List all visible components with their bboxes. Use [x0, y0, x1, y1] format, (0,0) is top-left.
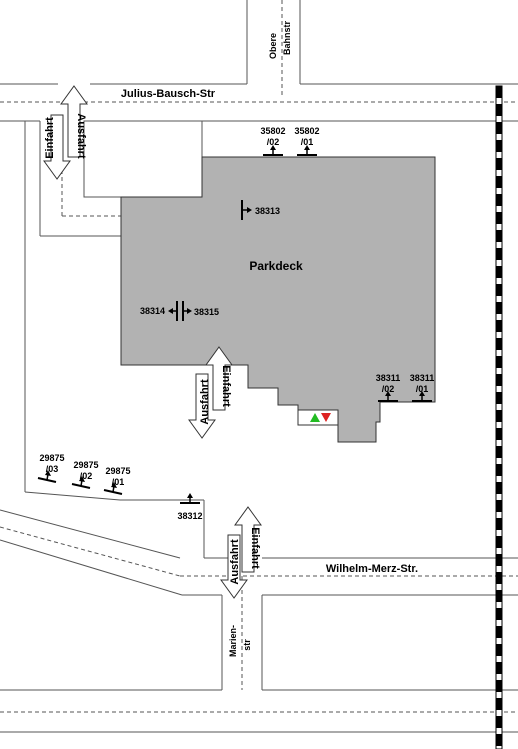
- arrow-ausfahrt-top: Ausfahrt: [60, 85, 88, 159]
- marker-label-29875-03: 29875: [39, 453, 64, 463]
- signal-green-icon: [310, 413, 320, 422]
- arrow-einfahrt-mid: Einfahrt: [205, 346, 233, 411]
- street-label-marienstr-2: str: [242, 639, 252, 651]
- marker-label-35802-02: 35802: [260, 126, 285, 136]
- marker-label-38311-02: 38311: [376, 373, 401, 383]
- svg-text:Ausfahrt: Ausfahrt: [75, 113, 87, 159]
- street-label-obere-bahnstr: Obere: [268, 33, 278, 59]
- parkdeck-label: Parkdeck: [249, 259, 303, 273]
- marker-label-38315: 38315: [194, 307, 219, 317]
- marker-label-35802-02-sub: /02: [267, 137, 280, 147]
- svg-text:Ausfahrt: Ausfahrt: [229, 539, 241, 585]
- marker-label-38311-01-sub: /01: [416, 384, 429, 394]
- building-block: [83, 120, 203, 198]
- marker-label-29875-03-sub: /03: [46, 464, 59, 474]
- marker-label-35802-01: 35802: [294, 126, 319, 136]
- arrow-einfahrt-bottom: Einfahrt: [234, 506, 262, 573]
- marker-label-38311-02-sub: /02: [382, 384, 395, 394]
- marker-label-35802-01-sub: /01: [301, 137, 314, 147]
- street-label-obere-bahnstr-2: Bahnstr: [282, 21, 292, 56]
- marker-label-29875-02-sub: /02: [80, 471, 93, 481]
- marker-label-29875-01: 29875: [105, 466, 130, 476]
- marker-label-38314: 38314: [140, 306, 165, 316]
- arrow-einfahrt-top: Einfahrt: [43, 114, 71, 180]
- street-label-julius-bausch: Julius-Bausch-Str: [121, 88, 216, 100]
- marker-label-29875-02: 29875: [73, 460, 98, 470]
- signal-red-icon: [321, 413, 331, 422]
- marker-label-38311-01: 38311: [410, 373, 435, 383]
- svg-text:Ausfahrt: Ausfahrt: [199, 379, 211, 425]
- svg-text:Einfahrt: Einfahrt: [249, 527, 261, 569]
- svg-text:Einfahrt: Einfahrt: [220, 365, 232, 407]
- arrow-ausfahrt-bottom: Ausfahrt: [220, 534, 248, 599]
- marker-label-38312: 38312: [177, 511, 202, 521]
- marker-label-38313: 38313: [255, 206, 280, 216]
- parkdeck-area: [120, 156, 436, 443]
- marker-icon-group: [37, 145, 432, 504]
- street-label-wilhelm-merz: Wilhelm-Merz-Str.: [326, 563, 418, 575]
- arrow-ausfahrt-mid: Ausfahrt: [188, 373, 216, 439]
- marker-label-29875-01-sub: /01: [112, 477, 125, 487]
- traffic-signal: [297, 409, 339, 426]
- svg-text:Einfahrt: Einfahrt: [44, 117, 56, 159]
- street-label-marienstr: Marien-: [228, 625, 238, 657]
- railway: [495, 85, 503, 749]
